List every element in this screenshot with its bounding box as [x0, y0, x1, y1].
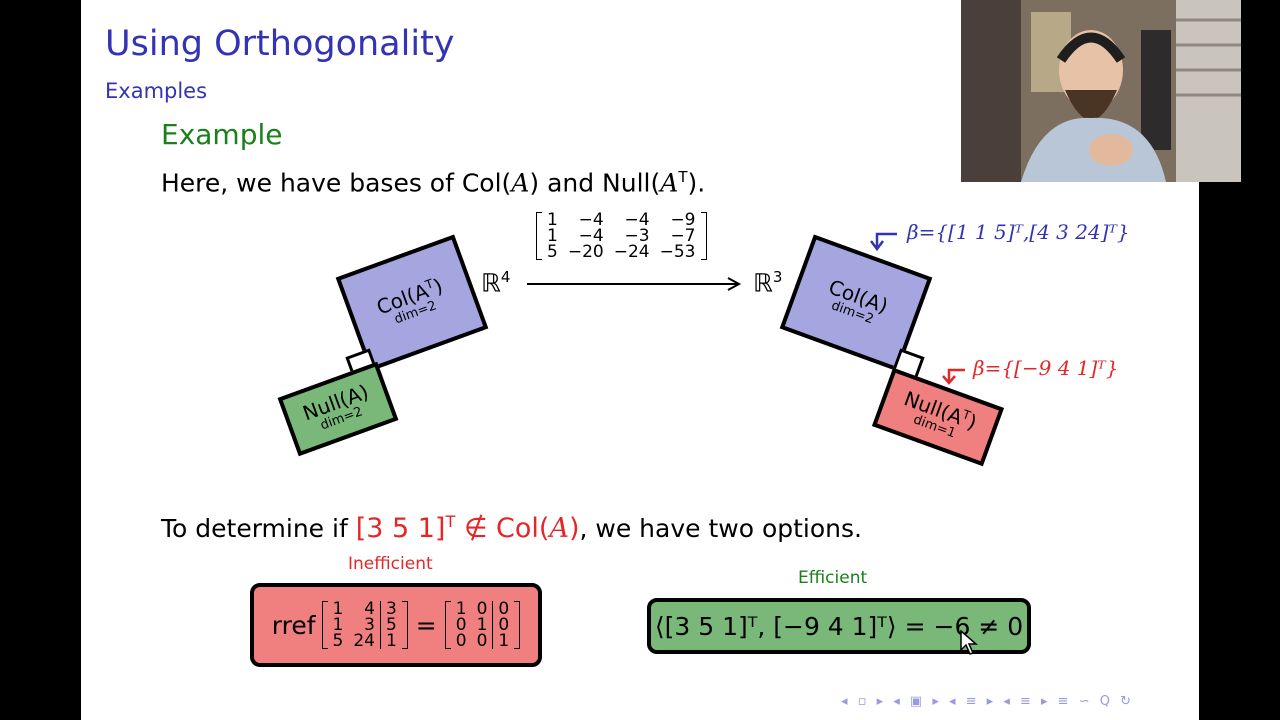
col-at-box: Col(AT) dim=2: [335, 234, 489, 372]
question-vector: [3 5 1]: [355, 513, 446, 544]
rref-right-matrix-cell: 1: [492, 633, 515, 650]
intro-sentence: Here, we have bases of Col(A) and Null(A…: [161, 168, 705, 197]
rref-right-matrix-cell: 1: [476, 615, 488, 635]
beamer-navigation-bar[interactable]: ◂ ▫ ▸ ◂ ▣ ▸ ◂ ≡ ▸ ◂ ≡ ▸ ≡ ∽ Q ↻: [841, 694, 1134, 709]
question-close: ): [568, 513, 580, 544]
transformation-matrix-cell: 1: [547, 226, 558, 246]
webcam-video-feed: [961, 0, 1241, 182]
intro-text-2: ) and Null(: [529, 168, 661, 198]
domain-space-symbol: ℝ: [481, 268, 501, 298]
question-var-a: A: [549, 513, 569, 544]
slide-subtitle: Examples: [105, 79, 208, 103]
rref-left-matrix-cell: 3: [379, 601, 402, 618]
transformation-matrix-cell: −7: [670, 226, 696, 246]
question-transpose: T: [445, 512, 456, 531]
rref-left-matrix-cell: 5: [332, 631, 344, 651]
transformation-matrix-cell: −4: [578, 226, 604, 246]
rref-right-matrix-cell: 0: [455, 631, 467, 651]
codomain-space-symbol: ℝ: [753, 268, 773, 298]
intro-text-3: ).: [687, 168, 706, 198]
rref-left-matrix-cell: 5: [379, 617, 402, 634]
intro-transpose: T: [678, 168, 688, 186]
rref-left-matrix-cell: 4: [364, 599, 375, 619]
transformation-matrix-cell: −3: [624, 226, 650, 246]
transformation-matrix-cell: −20: [567, 242, 604, 262]
question-text-1: To determine if: [161, 514, 356, 543]
rref-right-matrix-cell: 0: [492, 601, 515, 618]
beta-col-basis: β={[1 1 5]ᵀ,[4 3 24]ᵀ}: [907, 220, 1130, 244]
transformation-matrix-row: 1 −4 −3 −7: [542, 226, 701, 246]
null-a-box: Null(A) dim=2: [277, 361, 399, 457]
rref-right-matrix-cell: 1: [455, 599, 467, 619]
presenter-image: [961, 0, 1241, 182]
transformation-matrix-cell: 1: [547, 210, 558, 230]
col-at-close: ): [430, 273, 446, 299]
transformation-matrix-cell: −53: [659, 242, 696, 262]
beta-col-arrow-icon: [870, 232, 897, 252]
rref-right-matrix-cell: 0: [492, 617, 515, 634]
intro-var-a2: A: [660, 168, 679, 198]
transformation-arrow: [527, 277, 742, 291]
inefficient-label: Inefficient: [348, 554, 433, 574]
inner-product-option-box: ⟨[3 5 1]ᵀ, [−9 4 1]ᵀ⟩ = −6 ≠ 0: [647, 598, 1031, 654]
transformation-matrix-cell: −4: [578, 210, 604, 230]
rref-left-matrix-cell: 3: [364, 615, 375, 635]
rref-equals: =: [415, 610, 437, 640]
question-sentence: To determine if [3 5 1]T ∉ Col(A), we ha…: [161, 512, 862, 544]
mouse-cursor-icon: [960, 630, 978, 655]
rref-left-matrix-cell: 1: [332, 599, 344, 619]
example-header: Example: [161, 118, 283, 151]
codomain-space: ℝ3: [753, 268, 782, 297]
intro-var-a: A: [511, 168, 530, 198]
rref-left-matrix-cell: 1: [332, 615, 344, 635]
beta-null-arrow-icon: [942, 368, 965, 385]
transformation-matrix-cell: −4: [624, 210, 650, 230]
transformation-matrix-cell: 5: [547, 242, 558, 262]
rref-right-matrix-cell: 0: [476, 599, 488, 619]
efficient-label: Efficient: [798, 568, 868, 588]
intro-text-1: Here, we have bases of Col(: [161, 168, 512, 198]
beta-null-basis: β={[−9 4 1]ᵀ}: [973, 356, 1119, 380]
rref-left-matrix-cell: 24: [353, 631, 375, 651]
transformation-matrix-row: 5 −20 −24 −53: [542, 242, 701, 262]
rref-word: rref: [271, 610, 316, 640]
transformation-matrix-cell: −24: [613, 242, 650, 262]
null-at-box: Null(AT) dim=1: [871, 367, 1005, 467]
question-text-2: , we have two options.: [579, 514, 862, 543]
transformation-matrix-cell: −9: [670, 210, 696, 230]
transformation-matrix-row: 1 −4 −4 −9: [542, 210, 701, 230]
question-notin: ∉ Col(: [455, 513, 550, 544]
codomain-space-exp: 3: [772, 268, 783, 286]
rref-right-matrix-cell: 0: [476, 631, 488, 651]
slide-title: Using Orthogonality: [105, 24, 455, 64]
rref-left-matrix-cell: 1: [379, 633, 402, 650]
rref-right-matrix-cell: 0: [455, 615, 467, 635]
domain-space: ℝ4: [481, 268, 510, 297]
domain-space-exp: 4: [500, 268, 511, 286]
